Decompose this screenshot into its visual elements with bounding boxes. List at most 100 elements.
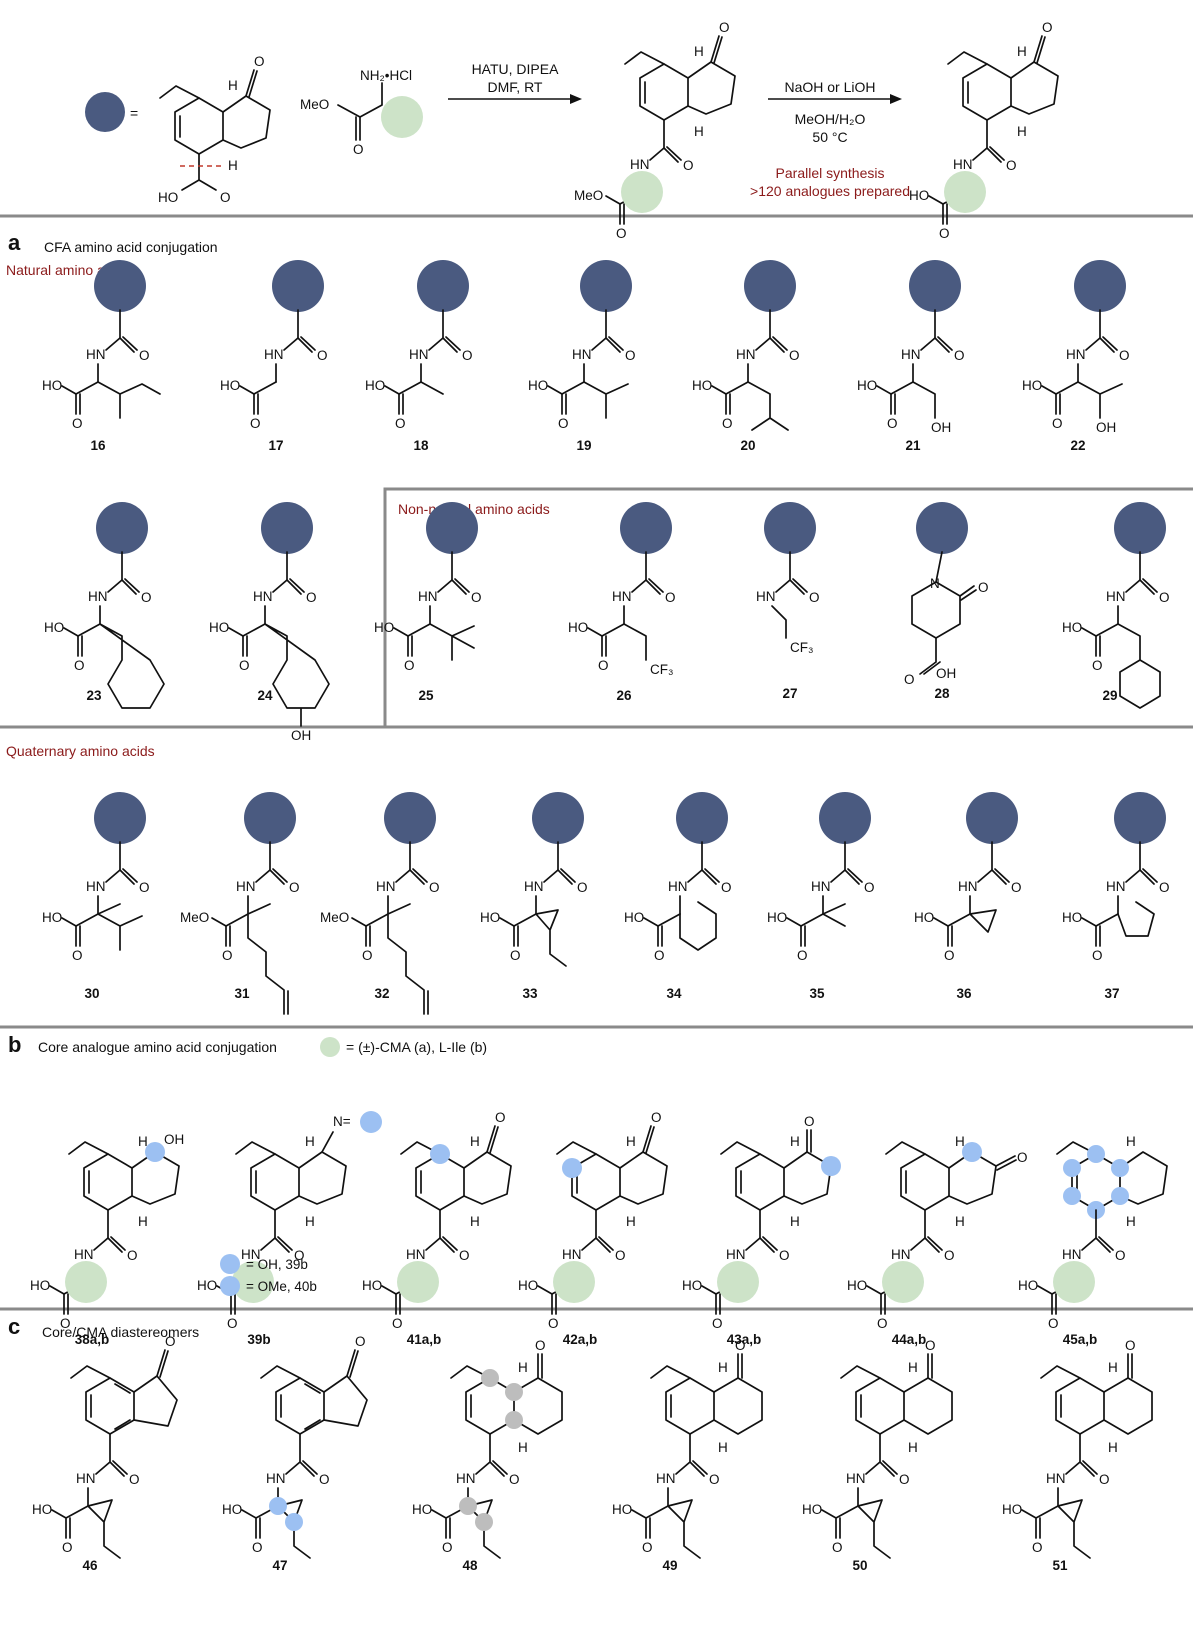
c-oh-bond <box>1041 385 1057 395</box>
core-ethyl <box>260 1365 301 1379</box>
core-second-ring <box>903 1377 953 1435</box>
carbonyl-o: O <box>289 880 300 895</box>
carbonyl-bond <box>986 119 1005 163</box>
acid-o: O <box>250 416 261 431</box>
carbonyl-o: O <box>139 348 150 363</box>
core-ethyl <box>1040 1365 1081 1379</box>
carbonyl-o: O <box>1159 590 1170 605</box>
cfa-core-circle <box>261 502 313 554</box>
acid-oh: HO <box>1018 1278 1038 1293</box>
acid-o: O <box>227 1316 238 1331</box>
carbonyl-bond <box>959 585 977 601</box>
amide-bond <box>93 1237 109 1251</box>
compound-number: 50 <box>852 1558 867 1573</box>
c-oh-bond <box>1037 1285 1053 1295</box>
amino-acid-circle <box>397 1261 439 1303</box>
acid-o: O <box>60 1316 71 1331</box>
carbonyl-o: O <box>864 880 875 895</box>
acid-oh: HO <box>612 1502 632 1517</box>
carbonyl-o: O <box>1119 348 1130 363</box>
acid-oh: HO <box>847 1278 867 1293</box>
acid-carbonyl <box>75 393 81 415</box>
side-chain <box>623 623 647 661</box>
cfa-core-circle <box>96 502 148 554</box>
compound-number-47: 47 <box>272 1558 287 1573</box>
site-marker <box>220 1254 240 1274</box>
compound-number: 48 <box>462 1558 478 1573</box>
acid-oh: HO <box>914 910 934 925</box>
reagent-ester: MeO <box>300 97 329 112</box>
cfa-core-circle <box>744 260 796 312</box>
carbonyl-o: O <box>294 1248 305 1263</box>
acid-oh: HO <box>682 1278 702 1293</box>
reagent-backbone <box>337 82 383 118</box>
c-oh-bond <box>61 917 77 927</box>
compound-number: 43a,b <box>727 1332 762 1347</box>
ethyl-chain <box>159 85 200 99</box>
amide-nh: HN <box>891 1247 911 1262</box>
core-five-ring <box>619 1151 668 1205</box>
cfa-core-circle <box>244 792 296 844</box>
amide-bond <box>105 869 121 883</box>
ring-h: H <box>1017 44 1027 59</box>
acid-carbonyl <box>619 203 625 225</box>
ketone <box>995 1155 1017 1171</box>
aryl-ring <box>275 1377 325 1435</box>
acid-carbonyl <box>890 393 896 415</box>
cfa-core-circle <box>676 792 728 844</box>
compound-number: 22 <box>1070 438 1085 453</box>
section-b-legend: = (±)-CMA (a), L-Ile (b) <box>346 1039 487 1055</box>
acid-o: O <box>712 1316 723 1331</box>
amide-bond <box>425 1237 441 1251</box>
acid-bonds <box>51 1487 89 1539</box>
amide-bond <box>755 337 771 351</box>
cfa-core-circle <box>909 260 961 312</box>
reagent-o: O <box>353 142 364 157</box>
acid-o: O <box>832 1540 843 1555</box>
ca-cooh-bond <box>1055 381 1079 395</box>
cfa-core-circle <box>417 260 469 312</box>
carbonyl-o: O <box>577 880 588 895</box>
compound-41a,b: HHO <box>400 1110 512 1229</box>
step2-base: NaOH or LiOH <box>784 79 875 95</box>
amide-bond <box>1081 1237 1097 1251</box>
acid-o: O <box>72 416 83 431</box>
acid-carbonyl <box>63 1293 69 1315</box>
side-chain <box>429 623 475 661</box>
compound-number-22: 22 <box>1070 438 1085 453</box>
amide-nh: HN <box>76 1471 96 1486</box>
section-b-letter: b <box>8 1032 21 1057</box>
acid-oh: MeO <box>574 188 603 203</box>
site-marker <box>459 1497 477 1515</box>
amide-nh: HN <box>1106 879 1126 894</box>
amide-nh: HN <box>901 347 921 362</box>
acid-o: O <box>395 416 406 431</box>
compound-number-16: 16 <box>90 438 106 453</box>
piperidine-n: N <box>930 576 940 591</box>
site-marker <box>1063 1187 1081 1205</box>
c-oh-bond <box>381 1285 397 1295</box>
acid-oh: HO <box>767 910 787 925</box>
site-marker <box>962 1142 982 1162</box>
quaternary-heading: Quaternary amino acids <box>6 743 155 759</box>
cyclopropyl <box>667 1499 701 1559</box>
ring-h: H <box>470 1134 480 1149</box>
carbonyl-bond <box>1139 841 1158 885</box>
c-oh-bond <box>228 627 244 637</box>
compound-44a,b: HHO <box>885 1134 1028 1229</box>
carbonyl-bond <box>663 119 682 163</box>
ring-h: H <box>694 124 704 139</box>
ketone-o: O <box>651 1110 662 1125</box>
cfa-core-circle <box>532 792 584 844</box>
acid-o: O <box>939 226 950 241</box>
amide-nh: HN <box>266 1471 286 1486</box>
acid-oh: HO <box>365 378 385 393</box>
piperidine <box>911 551 961 639</box>
carbonyl-o: O <box>615 1248 626 1263</box>
carbonyl-o: O <box>1159 880 1170 895</box>
